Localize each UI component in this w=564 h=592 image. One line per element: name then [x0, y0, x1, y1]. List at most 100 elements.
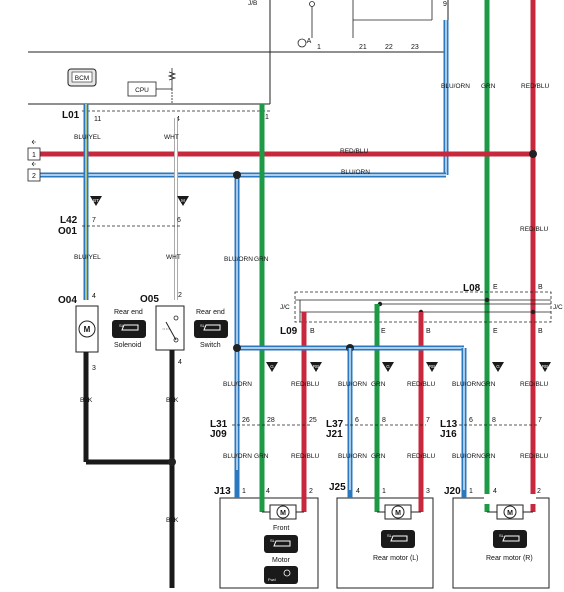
svg-text:G: G	[386, 364, 390, 369]
connector-l31: L31	[210, 419, 228, 430]
wire-label-redblu-b: RED/BLU	[407, 381, 435, 388]
pin-o05-2: 2	[178, 292, 182, 299]
left-marker-1: 1	[27, 139, 41, 161]
svg-text:SL: SL	[270, 538, 276, 543]
jb-pin-9: 9	[443, 1, 447, 8]
pin-j20-4: 4	[493, 488, 497, 495]
connector-l09: L09	[280, 326, 298, 337]
rear-motor-left-icon: SL	[381, 530, 415, 548]
jc-label-right: J/C	[553, 304, 563, 311]
pin-l37-6: 6	[355, 417, 359, 424]
wire-label-blk-2: BLK	[166, 397, 179, 404]
jb-pin-23: 23	[411, 44, 419, 51]
badge-rb-2: RB	[426, 362, 438, 372]
pin-l09-b2: B	[426, 328, 431, 335]
pin-l31-28: 28	[267, 417, 275, 424]
svg-text:1: 1	[32, 152, 36, 159]
connector-o04: O04	[58, 295, 77, 306]
wire-label-redblu-top: RED/BLU	[521, 83, 549, 90]
pin-j13-4: 4	[266, 488, 270, 495]
svg-text:SL: SL	[119, 323, 125, 328]
cpu-block: CPU	[127, 68, 177, 104]
wire-label-bluorn-h: BLU/ORN	[341, 169, 370, 176]
connector-l01: L01	[62, 110, 80, 121]
connector-l37: L37	[326, 419, 344, 430]
rear-end-switch	[155, 305, 185, 351]
pin-j13-1: 1	[242, 488, 246, 495]
pin-l42-7: 7	[92, 217, 96, 224]
pin-l09-e: E	[381, 328, 386, 335]
switch-label-1: Rear end	[196, 309, 225, 316]
wire-label-redblu-c: RED/BLU	[520, 381, 548, 388]
svg-text:M: M	[507, 510, 513, 517]
badge-m: M	[177, 196, 189, 206]
pin-j25-4: 4	[356, 488, 360, 495]
switch-icon: SL	[194, 320, 228, 338]
wire-label-redblu-d: RED/BLU	[291, 453, 319, 460]
wire-label-bluorn-a: BLU/ORN	[223, 381, 252, 388]
connector-l08: L08	[463, 283, 481, 294]
pin-l42-6: 6	[177, 217, 181, 224]
solenoid-label-1: Rear end	[114, 309, 143, 316]
wire-label-bluorn-l: BLU/ORN	[224, 256, 253, 263]
pin-l31-26: 26	[242, 417, 250, 424]
badge-g-3: G	[492, 362, 504, 372]
pin-j25-3: 3	[426, 488, 430, 495]
pin-j20-2: 2	[537, 488, 541, 495]
svg-text:M: M	[181, 198, 185, 203]
pin-j20-1: 1	[469, 488, 473, 495]
pin-o05-4: 4	[178, 359, 182, 366]
wire-label-grn-b: GRN	[371, 381, 386, 388]
bcm-label: BCM	[75, 75, 89, 82]
wire-label-grn-d: GRN	[254, 453, 269, 460]
jc-label: J/C	[280, 304, 290, 311]
jb-connector-label: J/B	[248, 0, 257, 7]
wire-label-bluyel-2: BLU/YEL	[74, 254, 101, 261]
badge-bt: BT	[90, 196, 102, 206]
wire-label-grn-l: GRN	[254, 256, 269, 263]
joint-connector	[294, 291, 552, 323]
pin-l37-7: 7	[426, 417, 430, 424]
wire-label-bluorn-d: BLU/ORN	[223, 453, 252, 460]
pin-l09-b3: B	[538, 328, 543, 335]
connector-j21: J21	[326, 429, 343, 440]
pin-l13-7: 7	[538, 417, 542, 424]
wire-label-redblu-mid: RED/BLU	[520, 226, 548, 233]
svg-text:2: 2	[32, 173, 36, 180]
pin-o04-3: 3	[92, 365, 96, 372]
pin-l08-e: E	[493, 284, 498, 291]
svg-text:G: G	[496, 364, 500, 369]
rear-motor-right-icon: SL	[493, 530, 527, 548]
badge-rb-3: RB	[539, 362, 551, 372]
wire-label-bluorn-top: BLU/ORN	[441, 83, 470, 90]
connector-j09: J09	[210, 429, 227, 440]
connector-j16: J16	[440, 429, 457, 440]
wire-label-redblu-a: RED/BLU	[291, 381, 319, 388]
svg-text:G: G	[270, 364, 274, 369]
wire-label-bluorn-b: BLU/ORN	[338, 381, 367, 388]
pin-l01-11: 11	[94, 116, 101, 123]
wire-label-bluyel-1: BLU/YEL	[74, 134, 101, 141]
pin-l37-8: 8	[382, 417, 386, 424]
connector-o01: O01	[58, 226, 77, 237]
pin-l31-25: 25	[309, 417, 317, 424]
pin-l13-6: 6	[469, 417, 473, 424]
junction-block: J/B A 1 21 22 23 9	[248, 0, 449, 53]
left-marker-2: 2	[27, 161, 41, 182]
pin-j13-2: 2	[309, 488, 313, 495]
front-motor-label-1: Front	[273, 525, 289, 532]
pin-j25-1: 1	[382, 488, 386, 495]
svg-text:SL: SL	[499, 533, 505, 538]
wire-label-wht-1: WHT	[164, 134, 179, 141]
connector-j13: J13	[214, 486, 231, 497]
connector-l13: L13	[440, 419, 458, 430]
pin-o04-4: 4	[92, 293, 96, 300]
solenoid-motor: M	[75, 305, 99, 353]
svg-text:M: M	[395, 510, 401, 517]
svg-text:RB: RB	[542, 364, 548, 369]
wire-label-grn-top: GRN	[481, 83, 496, 90]
wire-label-bluorn-f: BLU/ORN	[452, 453, 481, 460]
wire-label-grn-f: GRN	[481, 453, 496, 460]
bcm-icon: BCM	[67, 68, 97, 87]
